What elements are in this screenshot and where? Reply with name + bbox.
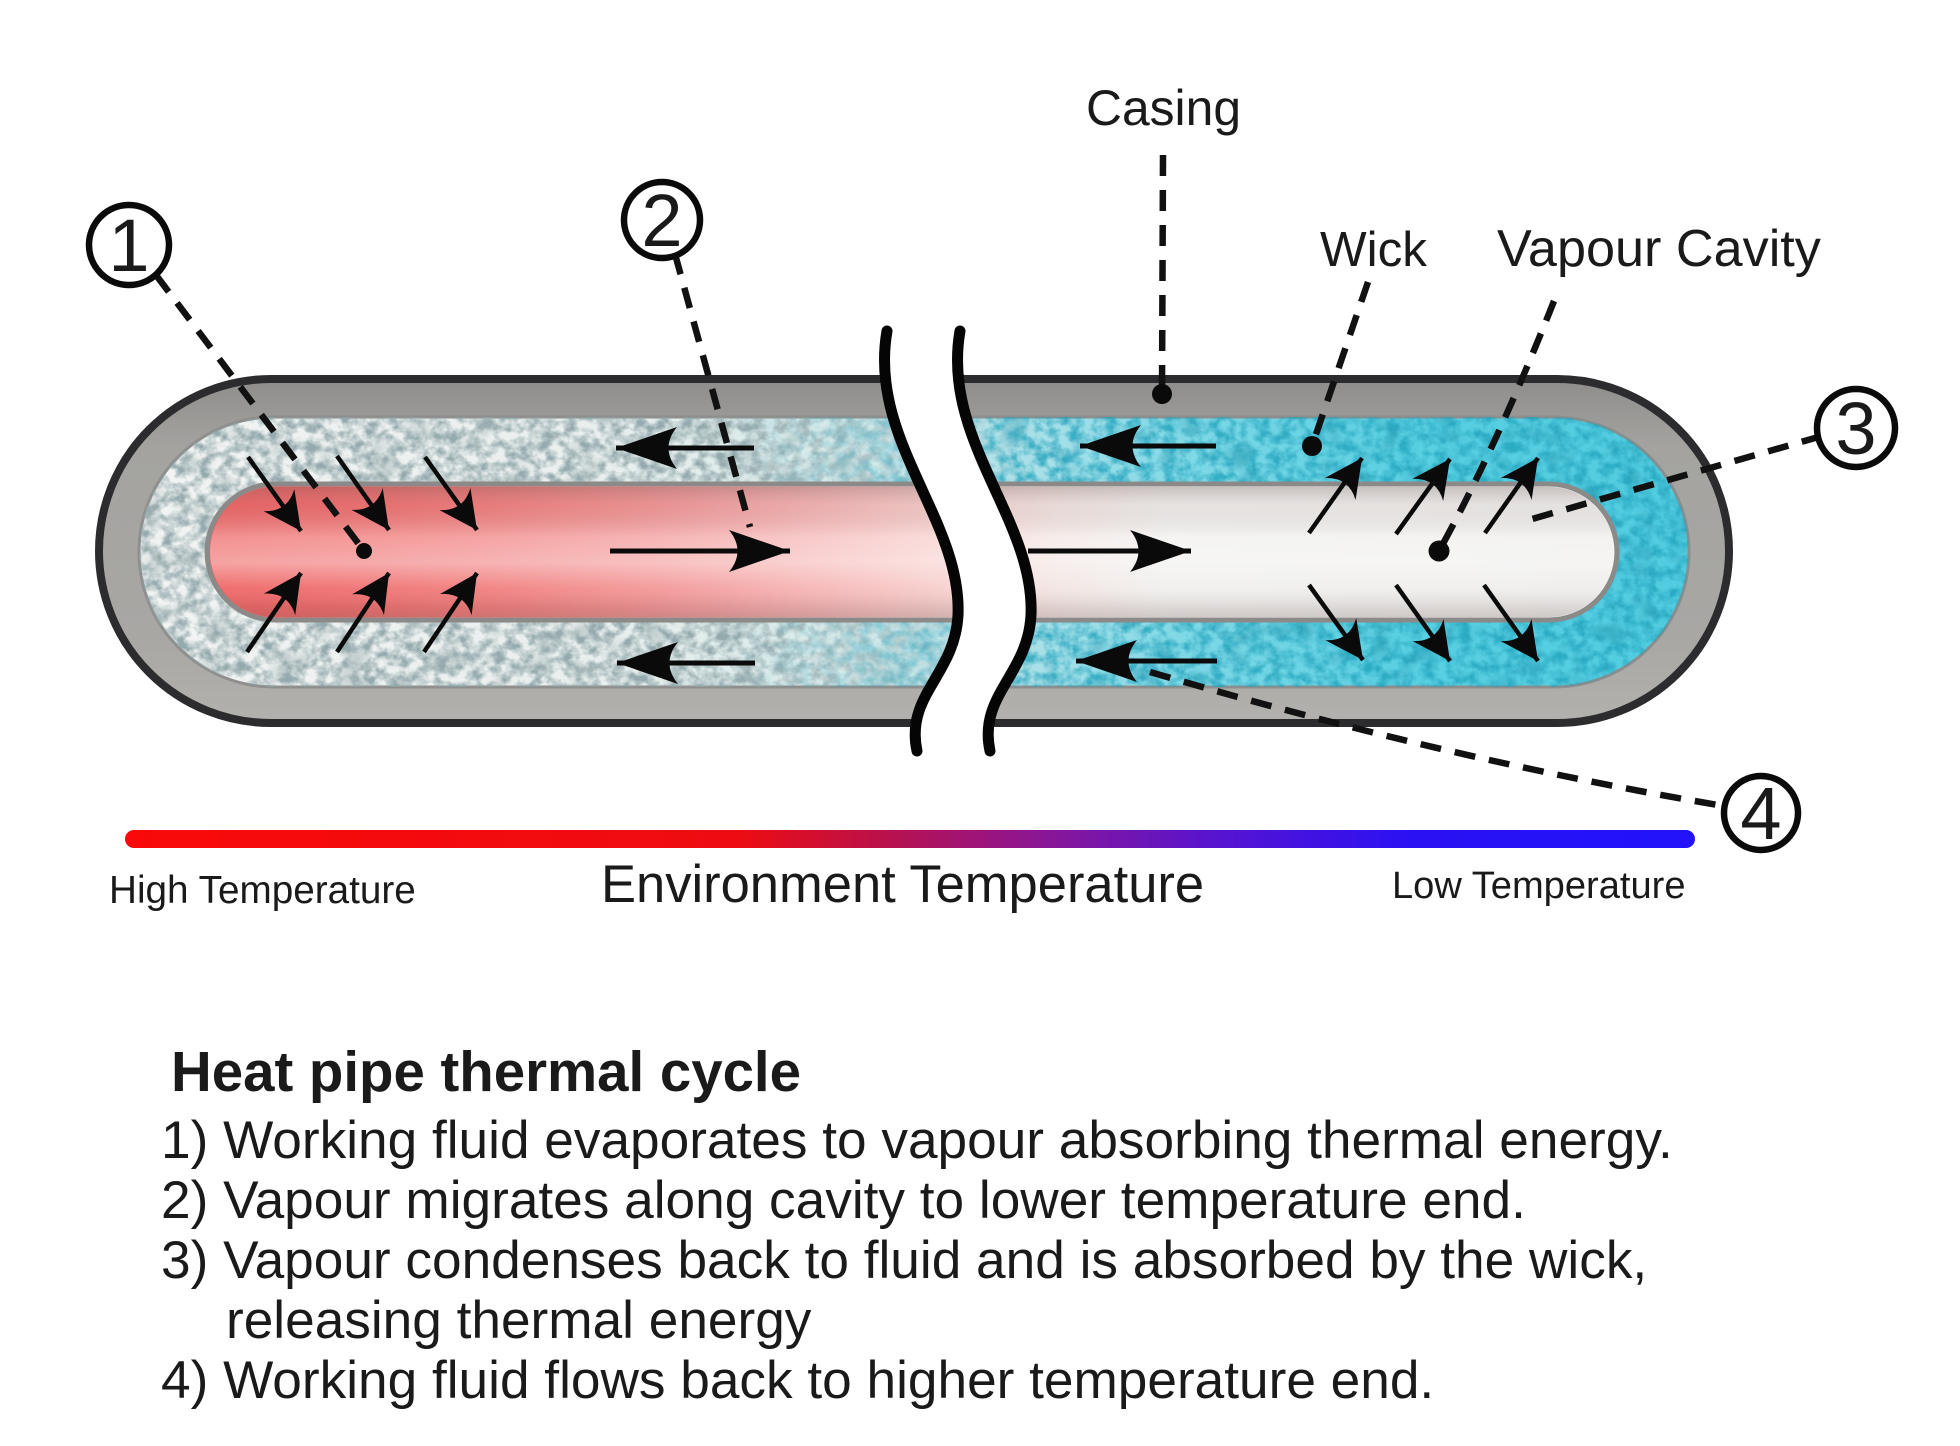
svg-text:3) Vapour condenses back to fl: 3) Vapour condenses back to fluid and is… xyxy=(161,1231,1647,1290)
svg-text:Wick: Wick xyxy=(1320,222,1427,277)
svg-text:releasing thermal energy: releasing thermal energy xyxy=(226,1291,812,1350)
svg-text:2: 2 xyxy=(641,179,682,262)
svg-text:1) Working fluid evaporates to: 1) Working fluid evaporates to vapour ab… xyxy=(161,1111,1673,1170)
svg-text:Heat pipe thermal cycle: Heat pipe thermal cycle xyxy=(171,1040,801,1103)
svg-text:Low Temperature: Low Temperature xyxy=(1392,865,1686,907)
svg-text:2) Vapour migrates along cavit: 2) Vapour migrates along cavity to lower… xyxy=(161,1171,1526,1230)
svg-text:Environment Temperature: Environment Temperature xyxy=(601,855,1204,914)
svg-text:Vapour Cavity: Vapour Cavity xyxy=(1497,220,1821,278)
svg-text:High Temperature: High Temperature xyxy=(109,869,416,912)
svg-text:3: 3 xyxy=(1835,387,1876,470)
svg-text:1: 1 xyxy=(108,204,149,287)
svg-text:4: 4 xyxy=(1740,772,1781,855)
svg-text:Casing: Casing xyxy=(1086,80,1241,136)
svg-text:4) Working fluid flows back to: 4) Working fluid flows back to higher te… xyxy=(161,1351,1434,1410)
